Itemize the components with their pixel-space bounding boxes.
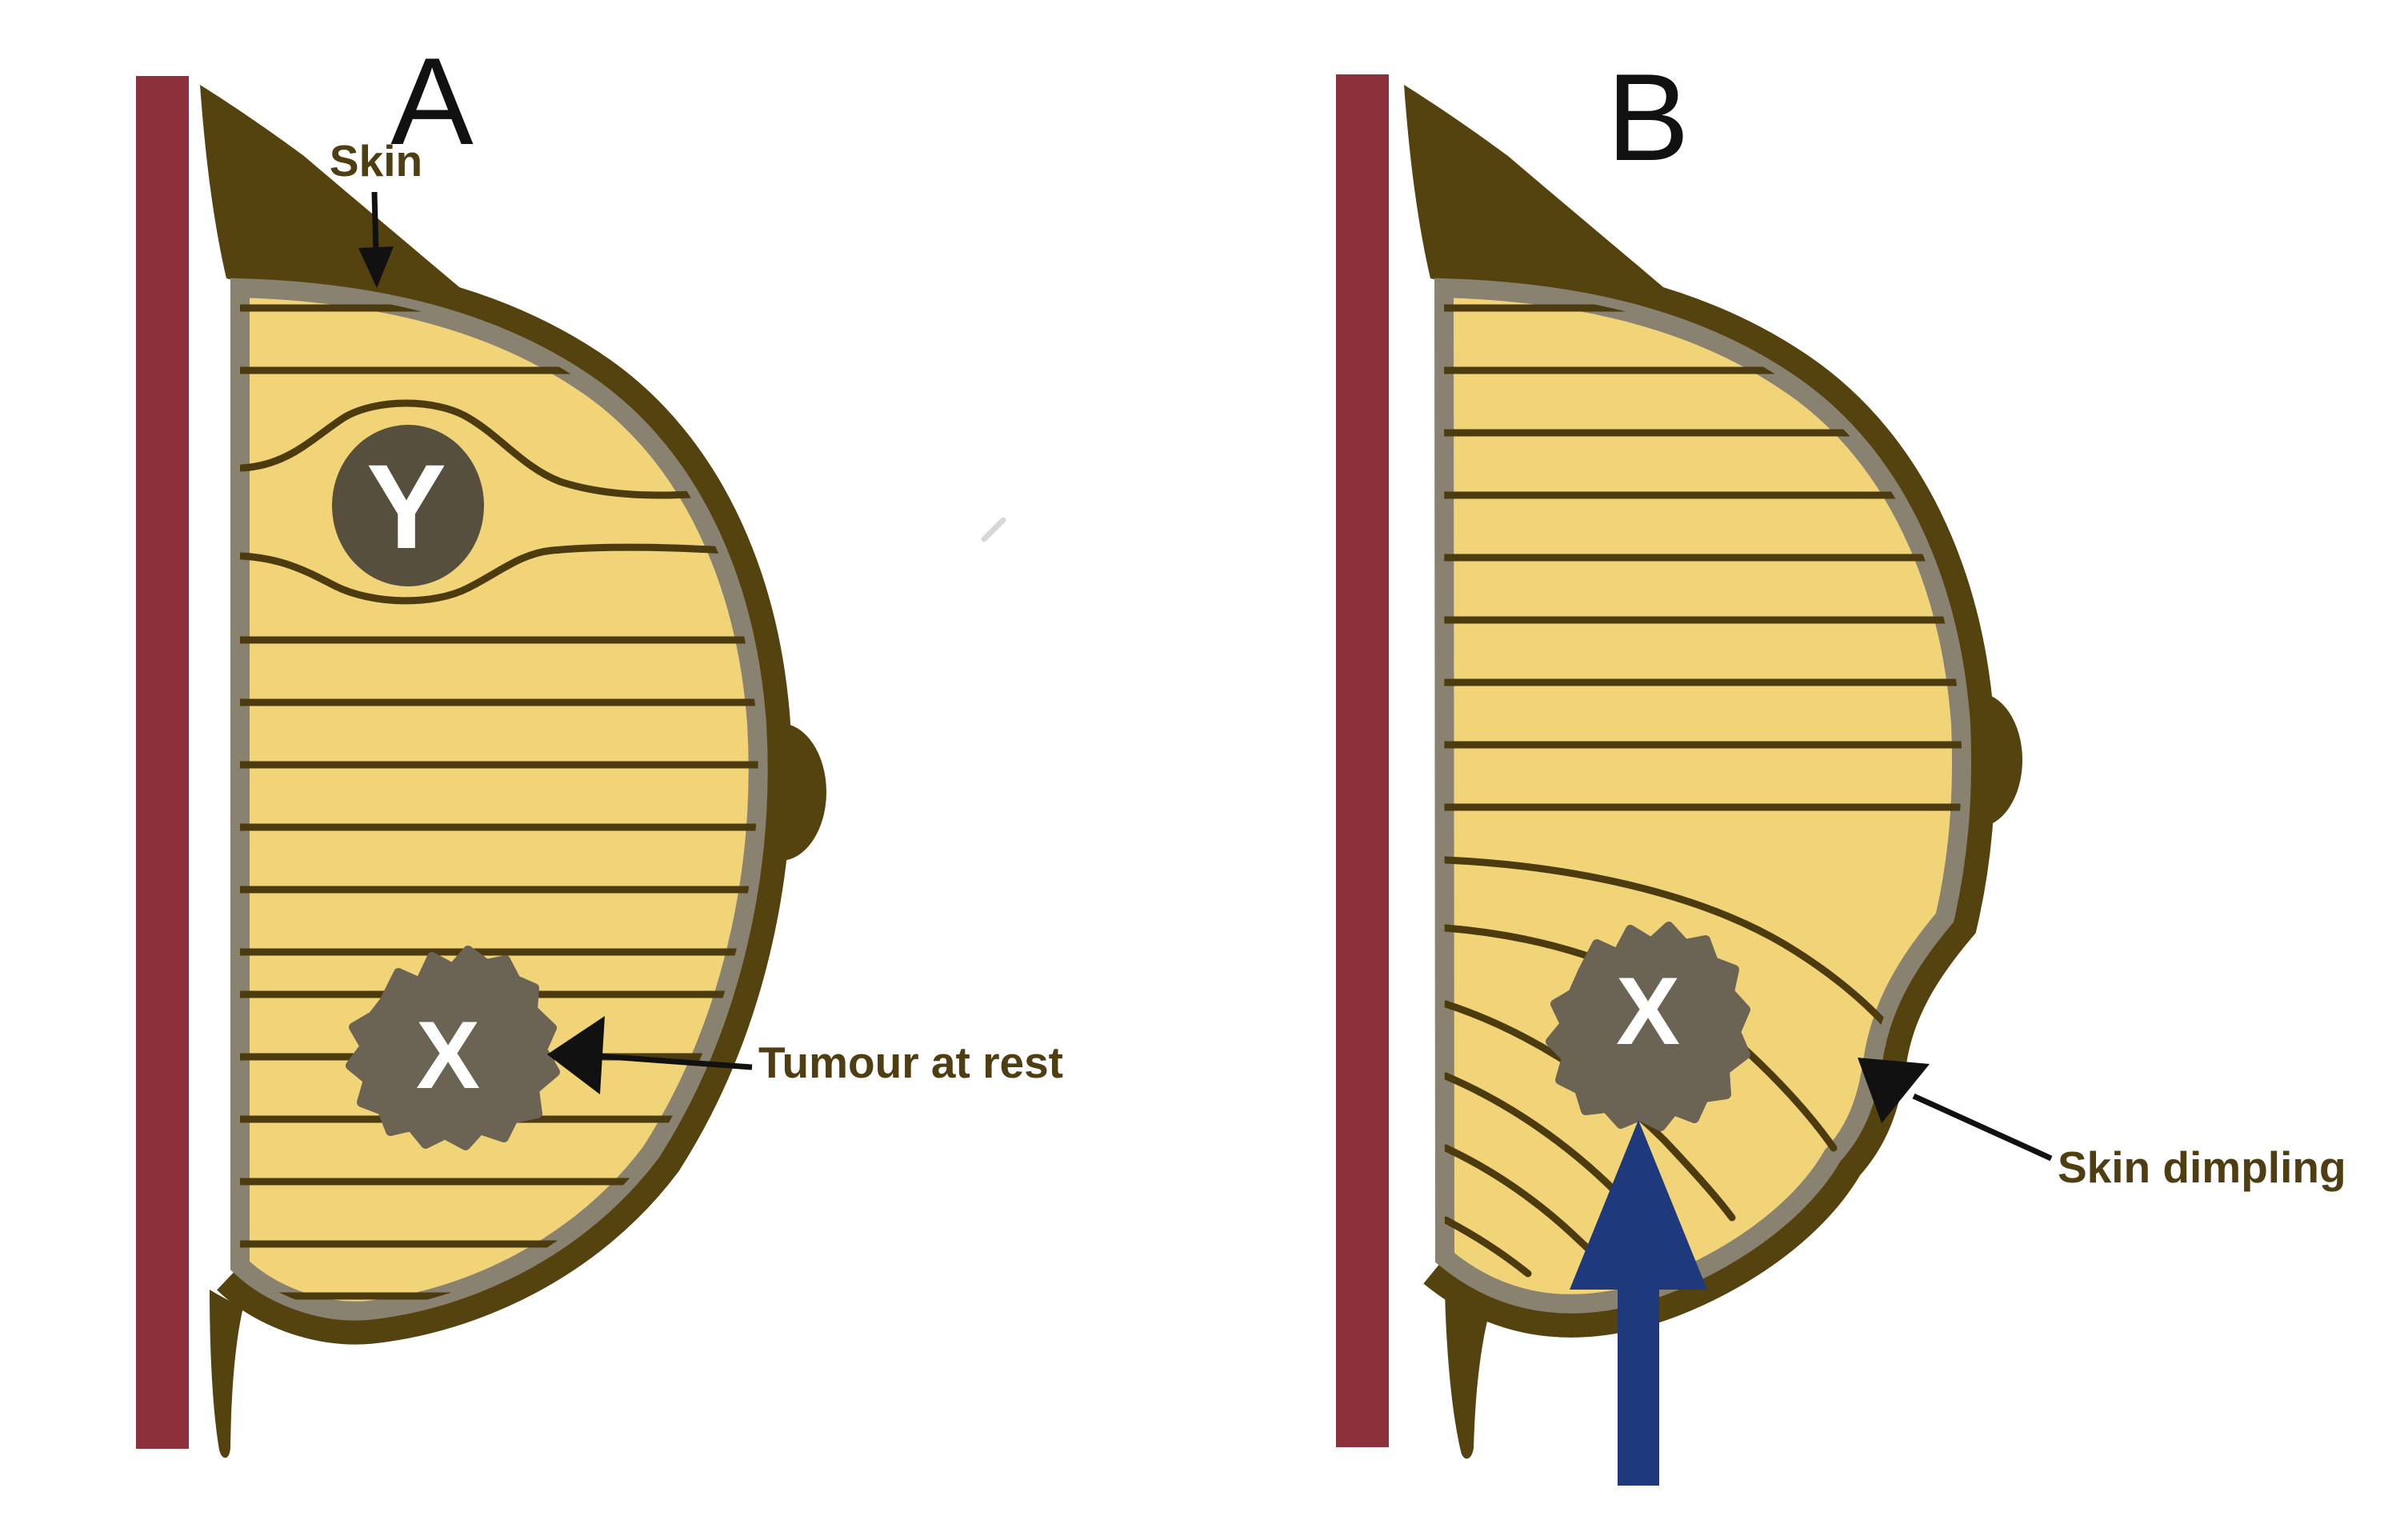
node-y [332, 425, 484, 586]
skin-arrow-icon [358, 246, 394, 288]
stripe-curved [1444, 856, 1910, 1052]
stripe-wrap-upper [240, 399, 758, 499]
dimpling-arrow-line [1912, 1093, 2053, 1162]
skin-spike [1404, 85, 1760, 370]
panel-b: X B Skin dimpling [1336, 48, 2346, 1486]
tumor-x [346, 946, 560, 1150]
chest-wall-bar [136, 76, 189, 1449]
skin-tail [1445, 1290, 1490, 1459]
tumor-x-label: X [1616, 958, 1680, 1065]
pressure-arrow-icon [1570, 1120, 1707, 1486]
stripe-wrap-lower [240, 543, 758, 605]
stray-mark [981, 517, 1006, 542]
tumor-x-label: X [416, 1002, 480, 1109]
skin-arrow-line [371, 191, 379, 254]
stripe-curved [1444, 1216, 1532, 1278]
panel-a-label: A [390, 32, 474, 170]
dimpling-arrow-icon [1858, 1058, 1930, 1123]
skin-tail [210, 1290, 243, 1458]
skin-label: Skin [330, 136, 422, 186]
tumour-arrow-icon [547, 1016, 605, 1094]
chest-wall-bar [1336, 74, 1389, 1447]
dimpling-label: Skin dimpling [2058, 1142, 2346, 1192]
tumour-arrow-line [598, 1053, 753, 1070]
tumour-label: Tumour at rest [758, 1038, 1063, 1087]
panel-b-label: B [1606, 48, 1689, 186]
panel-a: Y X A Skin Tumour at rest [136, 32, 1063, 1458]
node-y-label: Y [366, 439, 446, 574]
tumor-x [1546, 922, 1750, 1131]
